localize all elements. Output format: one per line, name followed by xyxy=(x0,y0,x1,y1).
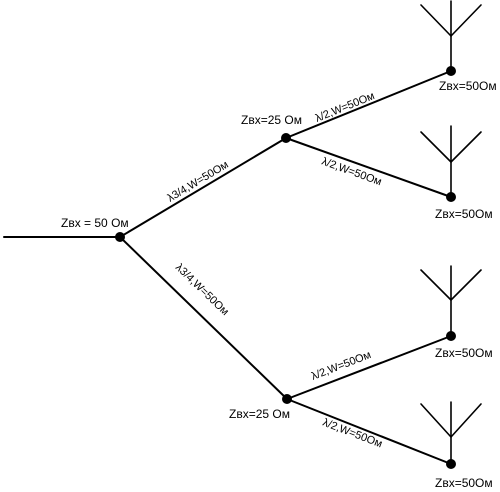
antenna-icon xyxy=(420,401,482,465)
label-line-root-upper: λ3/4,W=50Ом xyxy=(165,159,230,205)
line-lower-ant3 xyxy=(286,335,452,400)
label-line-root-lower: λ3/4,W=50Ом xyxy=(173,262,231,319)
label-root: Zвх = 50 Ом xyxy=(61,216,129,230)
node-ant3 xyxy=(446,331,456,341)
node-ant1 xyxy=(446,66,456,76)
antenna-icon xyxy=(420,0,482,72)
line-root-upper xyxy=(119,137,287,238)
line-root-lower xyxy=(119,236,288,400)
label-ant2: Zвх=50Ом xyxy=(435,207,493,221)
label-line-upper-ant1: λ/2,W=50Ом xyxy=(314,90,377,125)
line-upper-ant2 xyxy=(285,137,452,198)
label-ant4: Zвх=50Ом xyxy=(435,476,493,490)
label-split-lower: Zвх=25 Ом xyxy=(229,407,290,421)
label-ant1: Zвх=50Ом xyxy=(439,79,497,93)
line-upper-ant1 xyxy=(285,70,452,139)
line-lower-ant4 xyxy=(286,398,452,465)
label-ant3: Zвх=50Ом xyxy=(435,346,493,360)
label-split-upper: Zвх=25 Ом xyxy=(241,113,302,127)
antenna-icon xyxy=(420,125,482,198)
node-root xyxy=(115,232,125,242)
node-ant4 xyxy=(446,459,456,469)
node-split-lower xyxy=(282,394,292,404)
node-ant2 xyxy=(446,192,456,202)
antenna-icon xyxy=(420,265,482,337)
node-split-upper xyxy=(281,133,291,143)
